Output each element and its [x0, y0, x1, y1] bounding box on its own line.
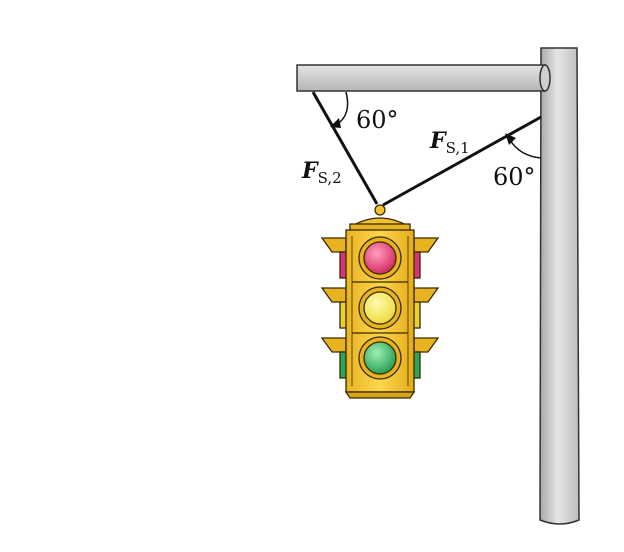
left-brackets — [320, 237, 349, 379]
right-brackets — [411, 237, 440, 379]
force-fs1-subscript: S,1 — [446, 139, 470, 157]
angle-arc-left — [330, 91, 349, 128]
yellow-lamp — [363, 291, 397, 325]
force-label-fs1: FS,1 — [429, 128, 470, 157]
red-lamp — [363, 241, 397, 275]
green-lamp — [363, 341, 397, 375]
hanging-ring — [374, 204, 386, 216]
cable-fs2 — [311, 91, 379, 205]
horizontal-arm — [296, 64, 551, 92]
traffic-light — [320, 204, 440, 399]
force-fs1-symbol: F — [429, 128, 447, 154]
angle-label-right: 60° — [493, 163, 536, 191]
force-fs2-subscript: S,2 — [318, 169, 342, 187]
angle-arc-right — [505, 133, 542, 159]
force-fs2-symbol: F — [301, 158, 319, 184]
vertical-pole — [539, 47, 580, 525]
force-label-fs2: FS,2 — [301, 158, 342, 187]
light-base — [344, 391, 416, 399]
cable-fs1 — [382, 115, 542, 207]
angle-label-left: 60° — [356, 106, 399, 134]
